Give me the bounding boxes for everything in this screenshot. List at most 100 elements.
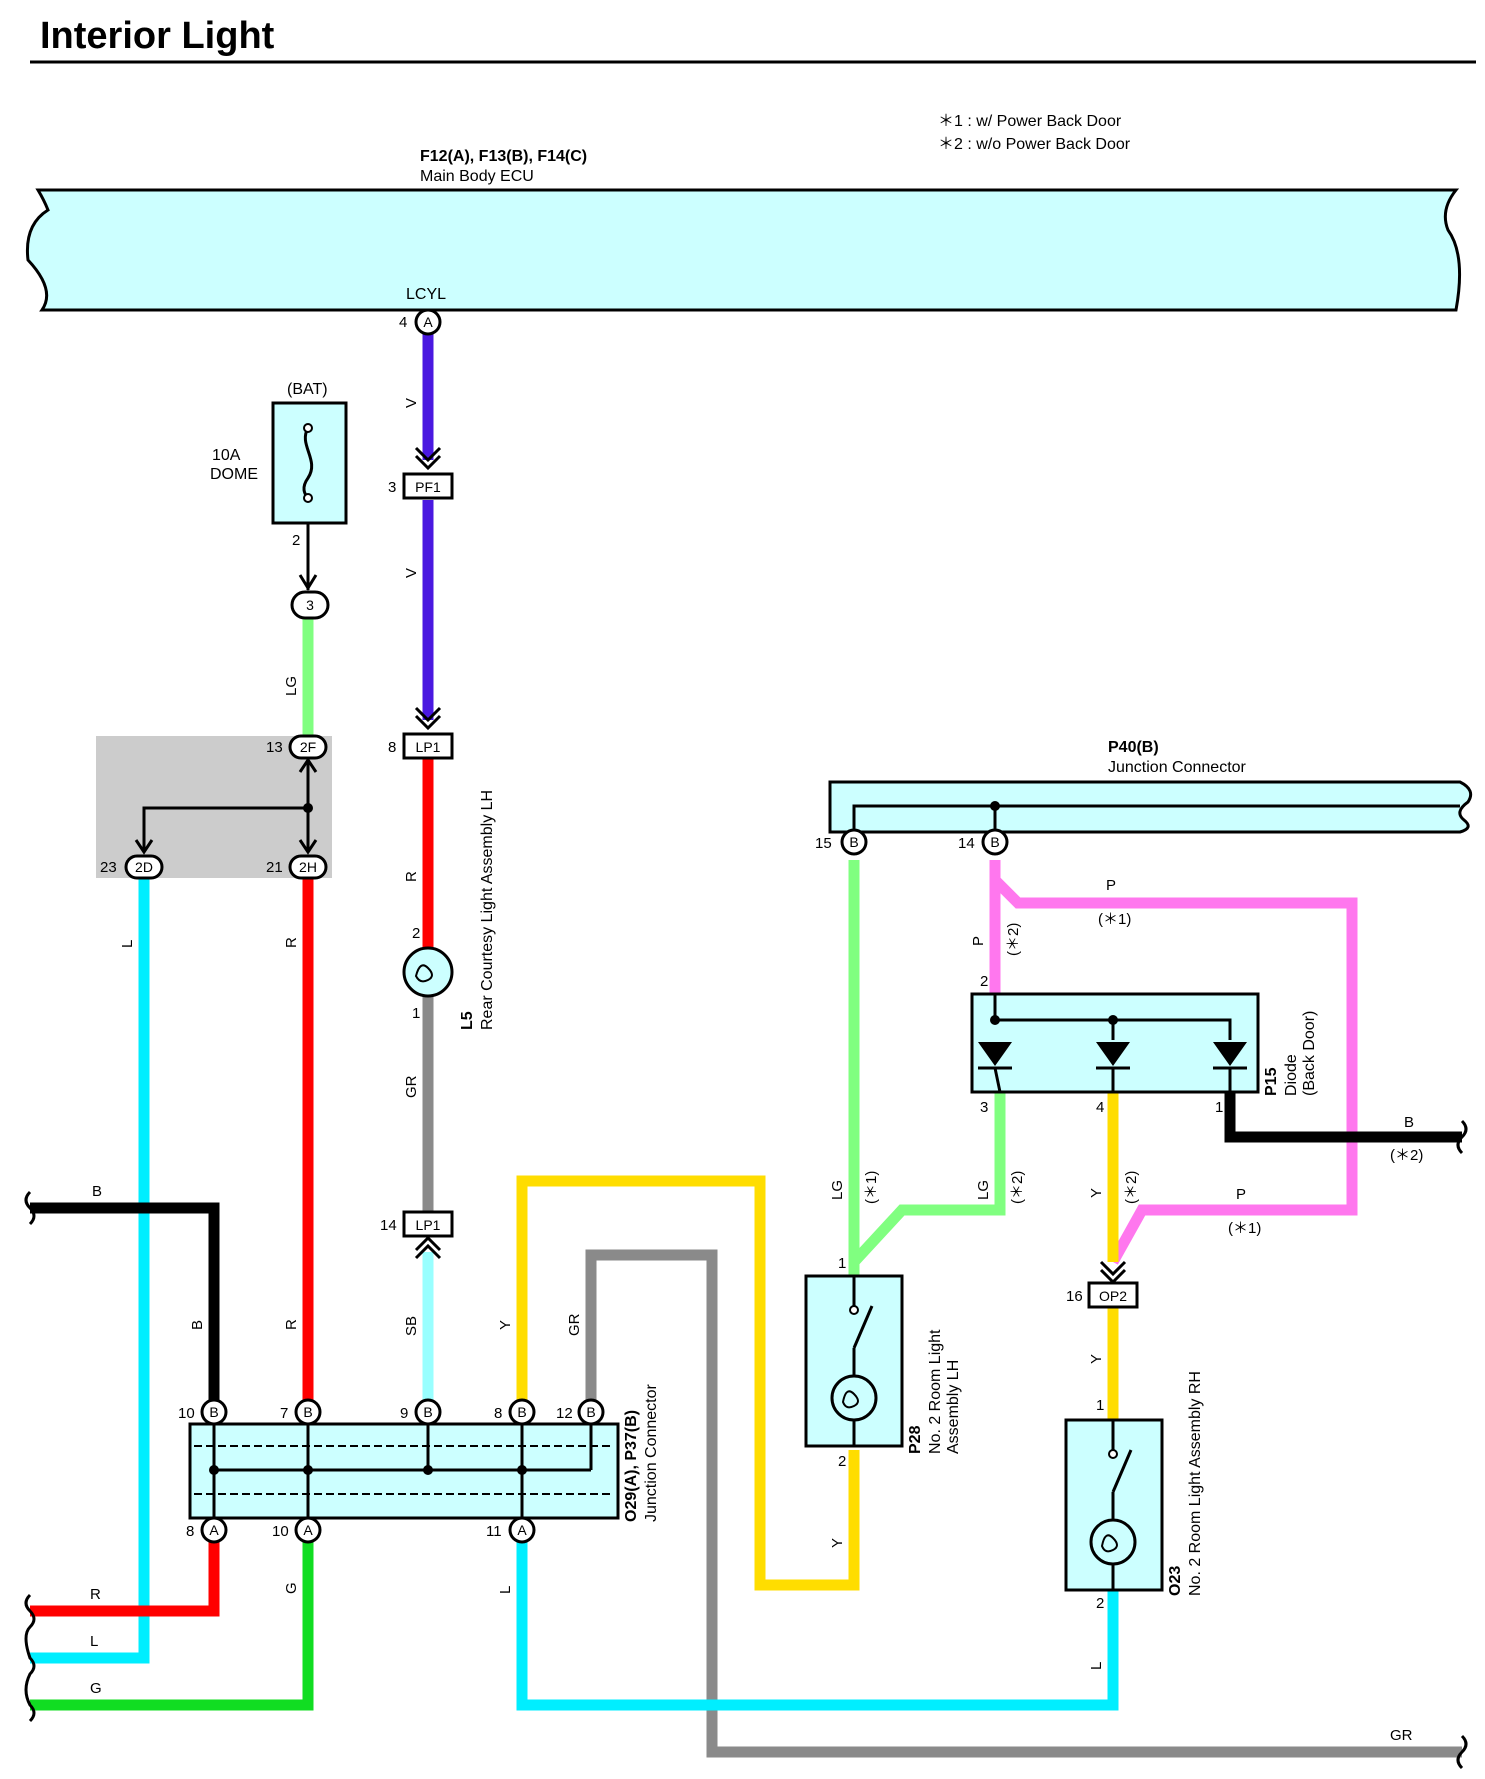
lamp-filament-icon	[1100, 1534, 1118, 1553]
o29-name: Junction Connector	[643, 1383, 660, 1522]
fuse-terminal-icon	[303, 493, 313, 503]
connector-code: 2F	[300, 739, 316, 755]
diode-icon	[1213, 1042, 1247, 1066]
wire-label: (＊1)	[1228, 1220, 1261, 1237]
pin-label: 4	[1096, 1099, 1104, 1116]
fuse-rating: 10A	[212, 447, 241, 464]
terminal-a	[508, 1516, 536, 1544]
connector-code: LP1	[416, 1217, 441, 1233]
ecu-terminal-name: LCYL	[406, 286, 446, 303]
wire-label: G	[283, 1582, 300, 1594]
pin-label: 21	[266, 859, 283, 876]
note-1: ＊1 : w/ Power Back Door	[938, 113, 1122, 130]
wire-label: LG	[829, 1180, 846, 1200]
wire-label: LG	[283, 676, 300, 696]
terminal-b	[981, 828, 1009, 856]
connector-code: B	[423, 1404, 432, 1420]
wire-label: L	[1088, 1662, 1105, 1670]
splice-point	[517, 1465, 527, 1475]
connector-code: B	[849, 834, 858, 850]
wire-g-bottom	[30, 1542, 314, 1711]
wire-label: (＊2)	[1123, 1171, 1140, 1204]
wire-label: P	[1106, 877, 1116, 894]
wire-label: LG	[975, 1180, 992, 1200]
pin-label: 15	[815, 835, 832, 852]
lamp-icon	[402, 946, 454, 998]
diode-icon	[1096, 1042, 1130, 1066]
chevron-down-icon	[414, 446, 442, 471]
wire-label: Y	[829, 1538, 846, 1548]
wire-label: SB	[403, 1316, 420, 1336]
connector-code: 3	[306, 597, 314, 613]
diode-icon	[978, 1042, 1012, 1066]
wire-break-icon	[24, 1593, 36, 1723]
terminal-a	[200, 1516, 228, 1544]
ecu-name: Main Body ECU	[420, 168, 534, 185]
connector-code: LP1	[416, 739, 441, 755]
pin-label: 2	[980, 973, 988, 990]
pin-label: 2	[838, 1453, 846, 1470]
pin-label: 10	[272, 1523, 289, 1540]
pin-label: 7	[280, 1405, 288, 1422]
pin-label: 11	[486, 1523, 502, 1540]
wire-label: V	[403, 568, 420, 578]
wire-label: (＊2)	[1009, 1171, 1026, 1204]
arrow-down-icon	[298, 839, 318, 855]
wire-label: (＊1)	[1098, 911, 1131, 928]
pin-label: 10	[178, 1405, 195, 1422]
pin-label: 8	[494, 1405, 502, 1422]
connector-code: B	[990, 834, 999, 850]
wire-label: L	[90, 1633, 98, 1650]
connector-code: A	[303, 1522, 313, 1538]
switch-icon	[1111, 1449, 1133, 1493]
switch-contact-icon	[1108, 1449, 1118, 1459]
wire-label: R	[283, 937, 300, 948]
pin-label: 4	[399, 314, 407, 331]
connector-pf1	[402, 472, 454, 500]
l5-name: Rear Courtesy Light Assembly LH	[479, 790, 496, 1030]
splice-point	[303, 803, 313, 813]
connector-3	[290, 590, 330, 620]
wire-l-left	[30, 878, 150, 1664]
p28-name: No. 2 Room Light	[927, 1329, 944, 1454]
splice-point	[209, 1465, 219, 1475]
pin-label: 16	[1066, 1288, 1083, 1305]
dome-fuse	[271, 401, 348, 525]
wire-label: GR	[403, 1075, 420, 1098]
connector-code: 2H	[299, 859, 317, 875]
connector-code: B	[303, 1404, 312, 1420]
wire-label: P	[1236, 1186, 1246, 1203]
junction-bus	[142, 806, 308, 852]
lamp-icon	[1089, 1518, 1137, 1566]
wire-label: G	[90, 1680, 102, 1697]
p28-code: P28	[907, 1425, 924, 1454]
wire-gr-bottom	[585, 1249, 1462, 1758]
o29-code: O29(A), P37(B)	[623, 1410, 640, 1522]
wire-label: (＊1)	[863, 1171, 880, 1204]
connector-code: B	[586, 1404, 595, 1420]
wire-label: GR	[1390, 1727, 1413, 1744]
wire-lg-p15	[849, 1092, 1006, 1266]
p40-code: P40(B)	[1108, 739, 1159, 756]
wire-label: L	[119, 940, 136, 948]
connector-code: A	[423, 314, 433, 330]
terminal-b	[414, 1398, 442, 1426]
splice-point	[990, 1015, 1000, 1025]
wire-label: R	[90, 1586, 101, 1603]
connector-code: PF1	[415, 479, 441, 495]
connector-code: A	[517, 1522, 527, 1538]
wire-b-right	[1224, 1092, 1462, 1143]
connector-2d	[124, 854, 164, 880]
wire-p-loop	[991, 876, 1358, 1265]
lamp-icon	[830, 1374, 878, 1422]
wire-label: R	[283, 1319, 300, 1330]
terminal-b	[508, 1398, 536, 1426]
pin-label: 14	[958, 835, 975, 852]
p15-code: P15	[1263, 1067, 1280, 1096]
chevron-down-icon	[414, 706, 442, 731]
wire-break-icon	[24, 1190, 36, 1226]
o23-name: No. 2 Room Light Assembly RH	[1187, 1371, 1204, 1596]
wire-label: GR	[566, 1313, 583, 1336]
wire-break-icon	[1456, 1119, 1468, 1155]
